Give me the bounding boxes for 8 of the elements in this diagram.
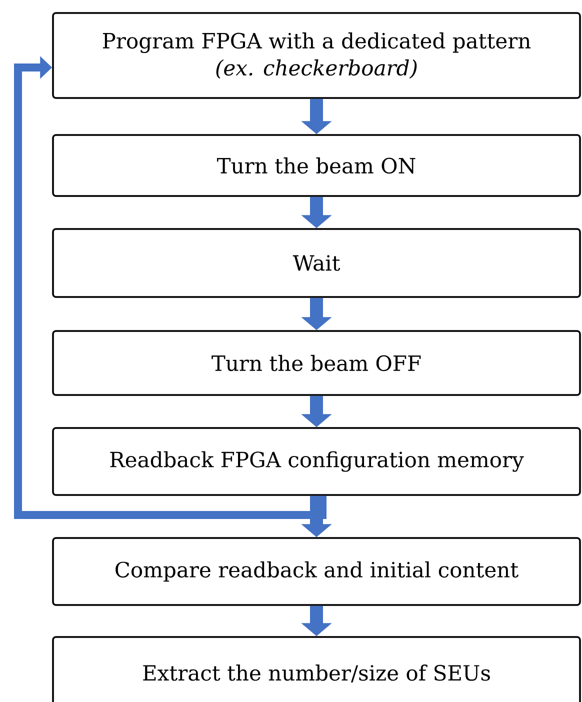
process-box: Extract the number/size of SEUs xyxy=(52,636,581,702)
process-box: Compare readback and initial content xyxy=(52,537,581,606)
process-box: Program FPGA with a dedicated pattern (ex. checkerboard) xyxy=(52,12,581,99)
process-box: Readback FPGA configuration memory xyxy=(52,427,581,496)
process-box: Turn the beam OFF xyxy=(52,330,581,396)
process-box: Turn the beam ON xyxy=(52,134,581,197)
loop-arrow xyxy=(14,56,326,519)
process-box: Wait xyxy=(52,228,581,298)
